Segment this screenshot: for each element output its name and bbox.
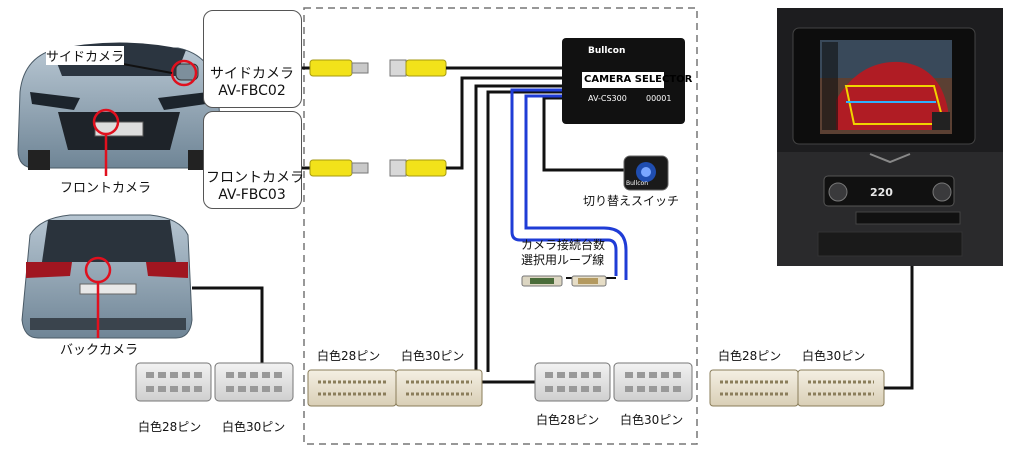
screen-clock: 220 <box>870 186 893 199</box>
front-camera-car-label: フロントカメラ <box>60 181 152 196</box>
front-camera-name: フロントカメラ <box>206 170 304 186</box>
front-camera-callout <box>203 111 302 209</box>
side-camera-car-label: サイドカメラ <box>46 46 125 65</box>
kit-female-30pin-label: 白色30ピン <box>620 413 684 427</box>
connector-pair-kit-female <box>534 362 693 402</box>
rca-cable-side <box>300 59 562 77</box>
selector-title: CAMERA SELECTOR <box>584 74 693 85</box>
vehicle-30pin-label: 白色30ピン <box>802 349 866 363</box>
kit-male-30pin-label: 白色30ピン <box>401 349 465 363</box>
kit-boundary <box>303 7 698 445</box>
rca-cable-front <box>300 76 562 177</box>
side-camera-name: サイドカメラ <box>210 66 294 82</box>
back-camera-car-label: バックカメラ <box>60 343 139 358</box>
switch-label: 切り替えスイッチ <box>583 194 680 208</box>
connector-pair-kit-male <box>307 369 483 407</box>
rear-28pin-label: 白色28ピン <box>138 420 202 434</box>
rear-30pin-label: 白色30ピン <box>222 420 286 434</box>
selector-brand: Bullcon <box>588 46 626 56</box>
loop-wire-label-1: カメラ接続台数 <box>521 238 606 252</box>
front-camera-model: AV-FBC03 <box>218 187 286 203</box>
kit-male-28pin-label: 白色28ピン <box>317 349 381 363</box>
side-camera-callout <box>203 10 302 108</box>
switch-device <box>623 155 669 191</box>
connector-pair-vehicle <box>709 369 885 407</box>
selector-serial: 00001 <box>646 94 672 103</box>
vehicle-28pin-label: 白色28ピン <box>718 349 782 363</box>
head-unit-illustration <box>777 8 1003 266</box>
kit-female-28pin-label: 白色28ピン <box>536 413 600 427</box>
selector-model: AV-CS300 <box>588 94 627 103</box>
switch-brand: Bullcon <box>626 180 649 187</box>
front-car-illustration <box>17 42 223 170</box>
side-camera-model: AV-FBC02 <box>218 83 286 99</box>
connector-pair-rear <box>135 362 294 402</box>
loop-connectors <box>521 275 607 287</box>
loop-wire-label-2: 選択用ループ線 <box>521 253 605 267</box>
